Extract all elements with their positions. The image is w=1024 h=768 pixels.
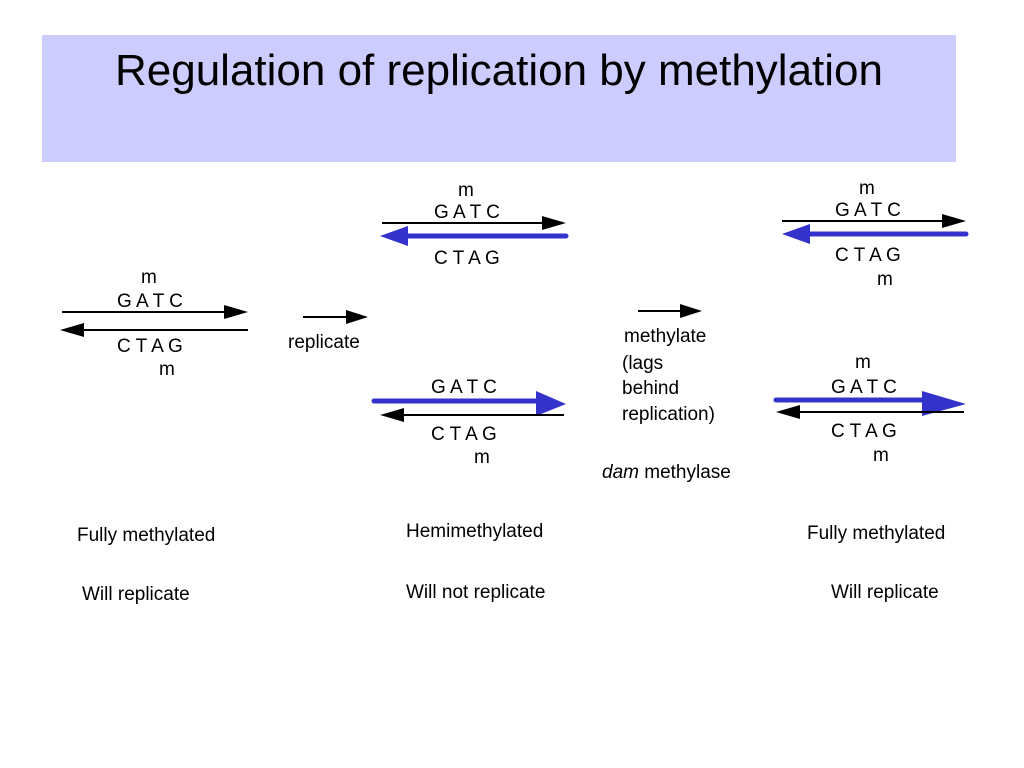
right-replication-label: Will replicate: [831, 582, 939, 603]
hemi-duplex-bottom: [371, 391, 566, 422]
methylate-label: methylate: [624, 326, 707, 347]
full-top-sequence: G A T C: [835, 200, 901, 221]
parent-bottom-methyl-mark: m: [159, 359, 175, 380]
right-status-label: Fully methylated: [807, 523, 946, 544]
methylate-note-line1: (lags: [622, 353, 664, 374]
hemi-bottom-complement: C T A G: [431, 424, 497, 445]
full-duplex-top: [782, 214, 969, 244]
full-top-methyl-mark: m: [859, 178, 875, 199]
parent-top-methyl-mark: m: [141, 267, 157, 288]
left-status-label: Fully methylated: [77, 525, 216, 546]
full-bottom-complement: C T A G: [831, 421, 897, 442]
replicate-label: replicate: [288, 332, 360, 353]
middle-status-label: Hemimethylated: [406, 521, 544, 542]
hemi-duplex-top: [380, 216, 569, 246]
replicate-arrow: [303, 310, 368, 324]
methylate-note-line2: behind: [622, 378, 680, 399]
parent-duplex: [60, 305, 248, 337]
dam-italic: dam: [602, 462, 639, 483]
parent-bottom-arrowhead: [60, 323, 84, 337]
hemi-top-complement: C T A G: [434, 248, 500, 269]
parent-top-sequence: G A T C: [117, 291, 183, 312]
slide-title: Regulation of replication by methylation: [114, 46, 883, 95]
middle-replication-label: Will not replicate: [406, 582, 546, 603]
hemi-top-methyl-mark: m: [458, 180, 474, 201]
full-bottom-sequence: G A T C: [831, 377, 897, 398]
hemi-top-sequence: G A T C: [434, 202, 500, 223]
title-banner: Regulation of replication by methylation: [42, 35, 956, 162]
methylate-note-line3: replication): [622, 404, 715, 425]
left-replication-label: Will replicate: [82, 584, 190, 605]
full-bottom-methyl-mark-top: m: [855, 352, 871, 373]
hemi-bottom-methyl-mark: m: [474, 447, 490, 468]
full-top-complement: C T A G: [835, 245, 901, 266]
parent-bottom-sequence: C T A G: [117, 336, 183, 357]
full-duplex-bottom: [773, 391, 966, 419]
full-top-bottom-methyl-mark: m: [877, 269, 893, 290]
full-bottom-methyl-mark: m: [873, 445, 889, 466]
parent-top-arrowhead: [224, 305, 248, 319]
dam-rest: methylase: [638, 462, 731, 483]
methylate-arrow: [638, 304, 702, 318]
dam-methylase-label: dam methylase: [602, 462, 731, 484]
hemi-bottom-sequence: G A T C: [431, 377, 497, 398]
